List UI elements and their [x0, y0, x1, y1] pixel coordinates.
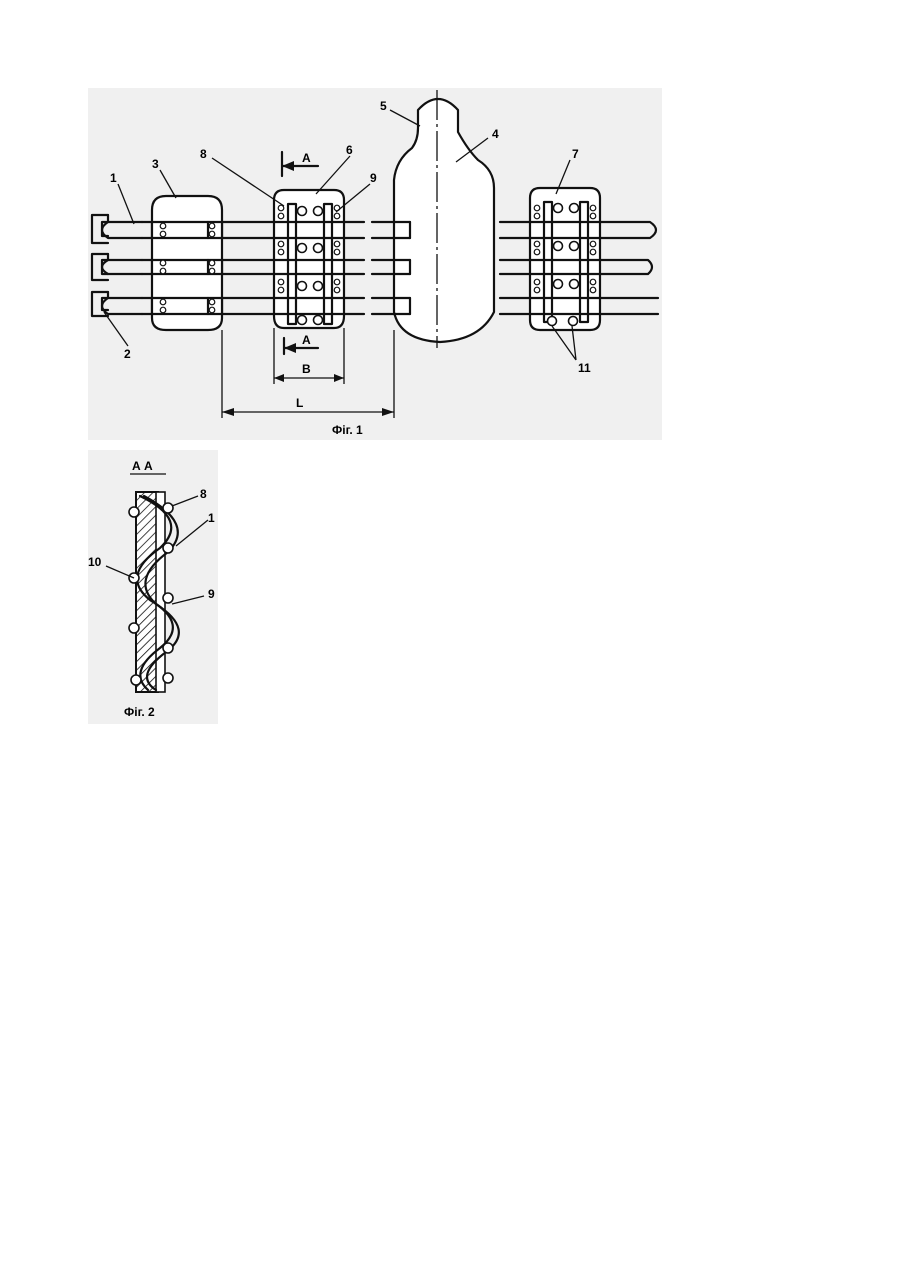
callout-9: 9 — [370, 171, 377, 185]
section-mark-top: А — [302, 151, 311, 165]
block-7 — [530, 188, 600, 330]
callout-2: 2 — [124, 347, 131, 361]
section-bar — [156, 492, 165, 692]
fig2-callout-10: 10 — [88, 555, 102, 569]
callout-5: 5 — [380, 99, 387, 113]
block-6 — [274, 190, 344, 328]
dimension-l-label: L — [296, 396, 303, 410]
section-title: А А — [132, 459, 153, 473]
callout-7: 7 — [572, 147, 579, 161]
figure-1: А А В L 1 2 — [88, 88, 662, 440]
fig2-callout-8: 8 — [200, 487, 207, 501]
fig2-callout-1: 1 — [208, 511, 215, 525]
callout-8: 8 — [200, 147, 207, 161]
figure-2-caption: Фіг. 2 — [124, 705, 155, 719]
callout-4: 4 — [492, 127, 499, 141]
dimension-b-label: В — [302, 362, 311, 376]
callout-11: 11 — [578, 361, 591, 375]
figure-2: А А 8 1 10 9 Фіг. 2 — [88, 450, 218, 724]
callout-6: 6 — [346, 143, 353, 157]
callout-3: 3 — [152, 157, 159, 171]
fastener-11b — [569, 317, 578, 326]
section-mark-bottom: А — [302, 333, 311, 347]
callout-1: 1 — [110, 171, 117, 185]
fig2-callout-9: 9 — [208, 587, 215, 601]
fastener-11a — [548, 317, 557, 326]
figure-1-caption: Фіг. 1 — [332, 423, 363, 437]
